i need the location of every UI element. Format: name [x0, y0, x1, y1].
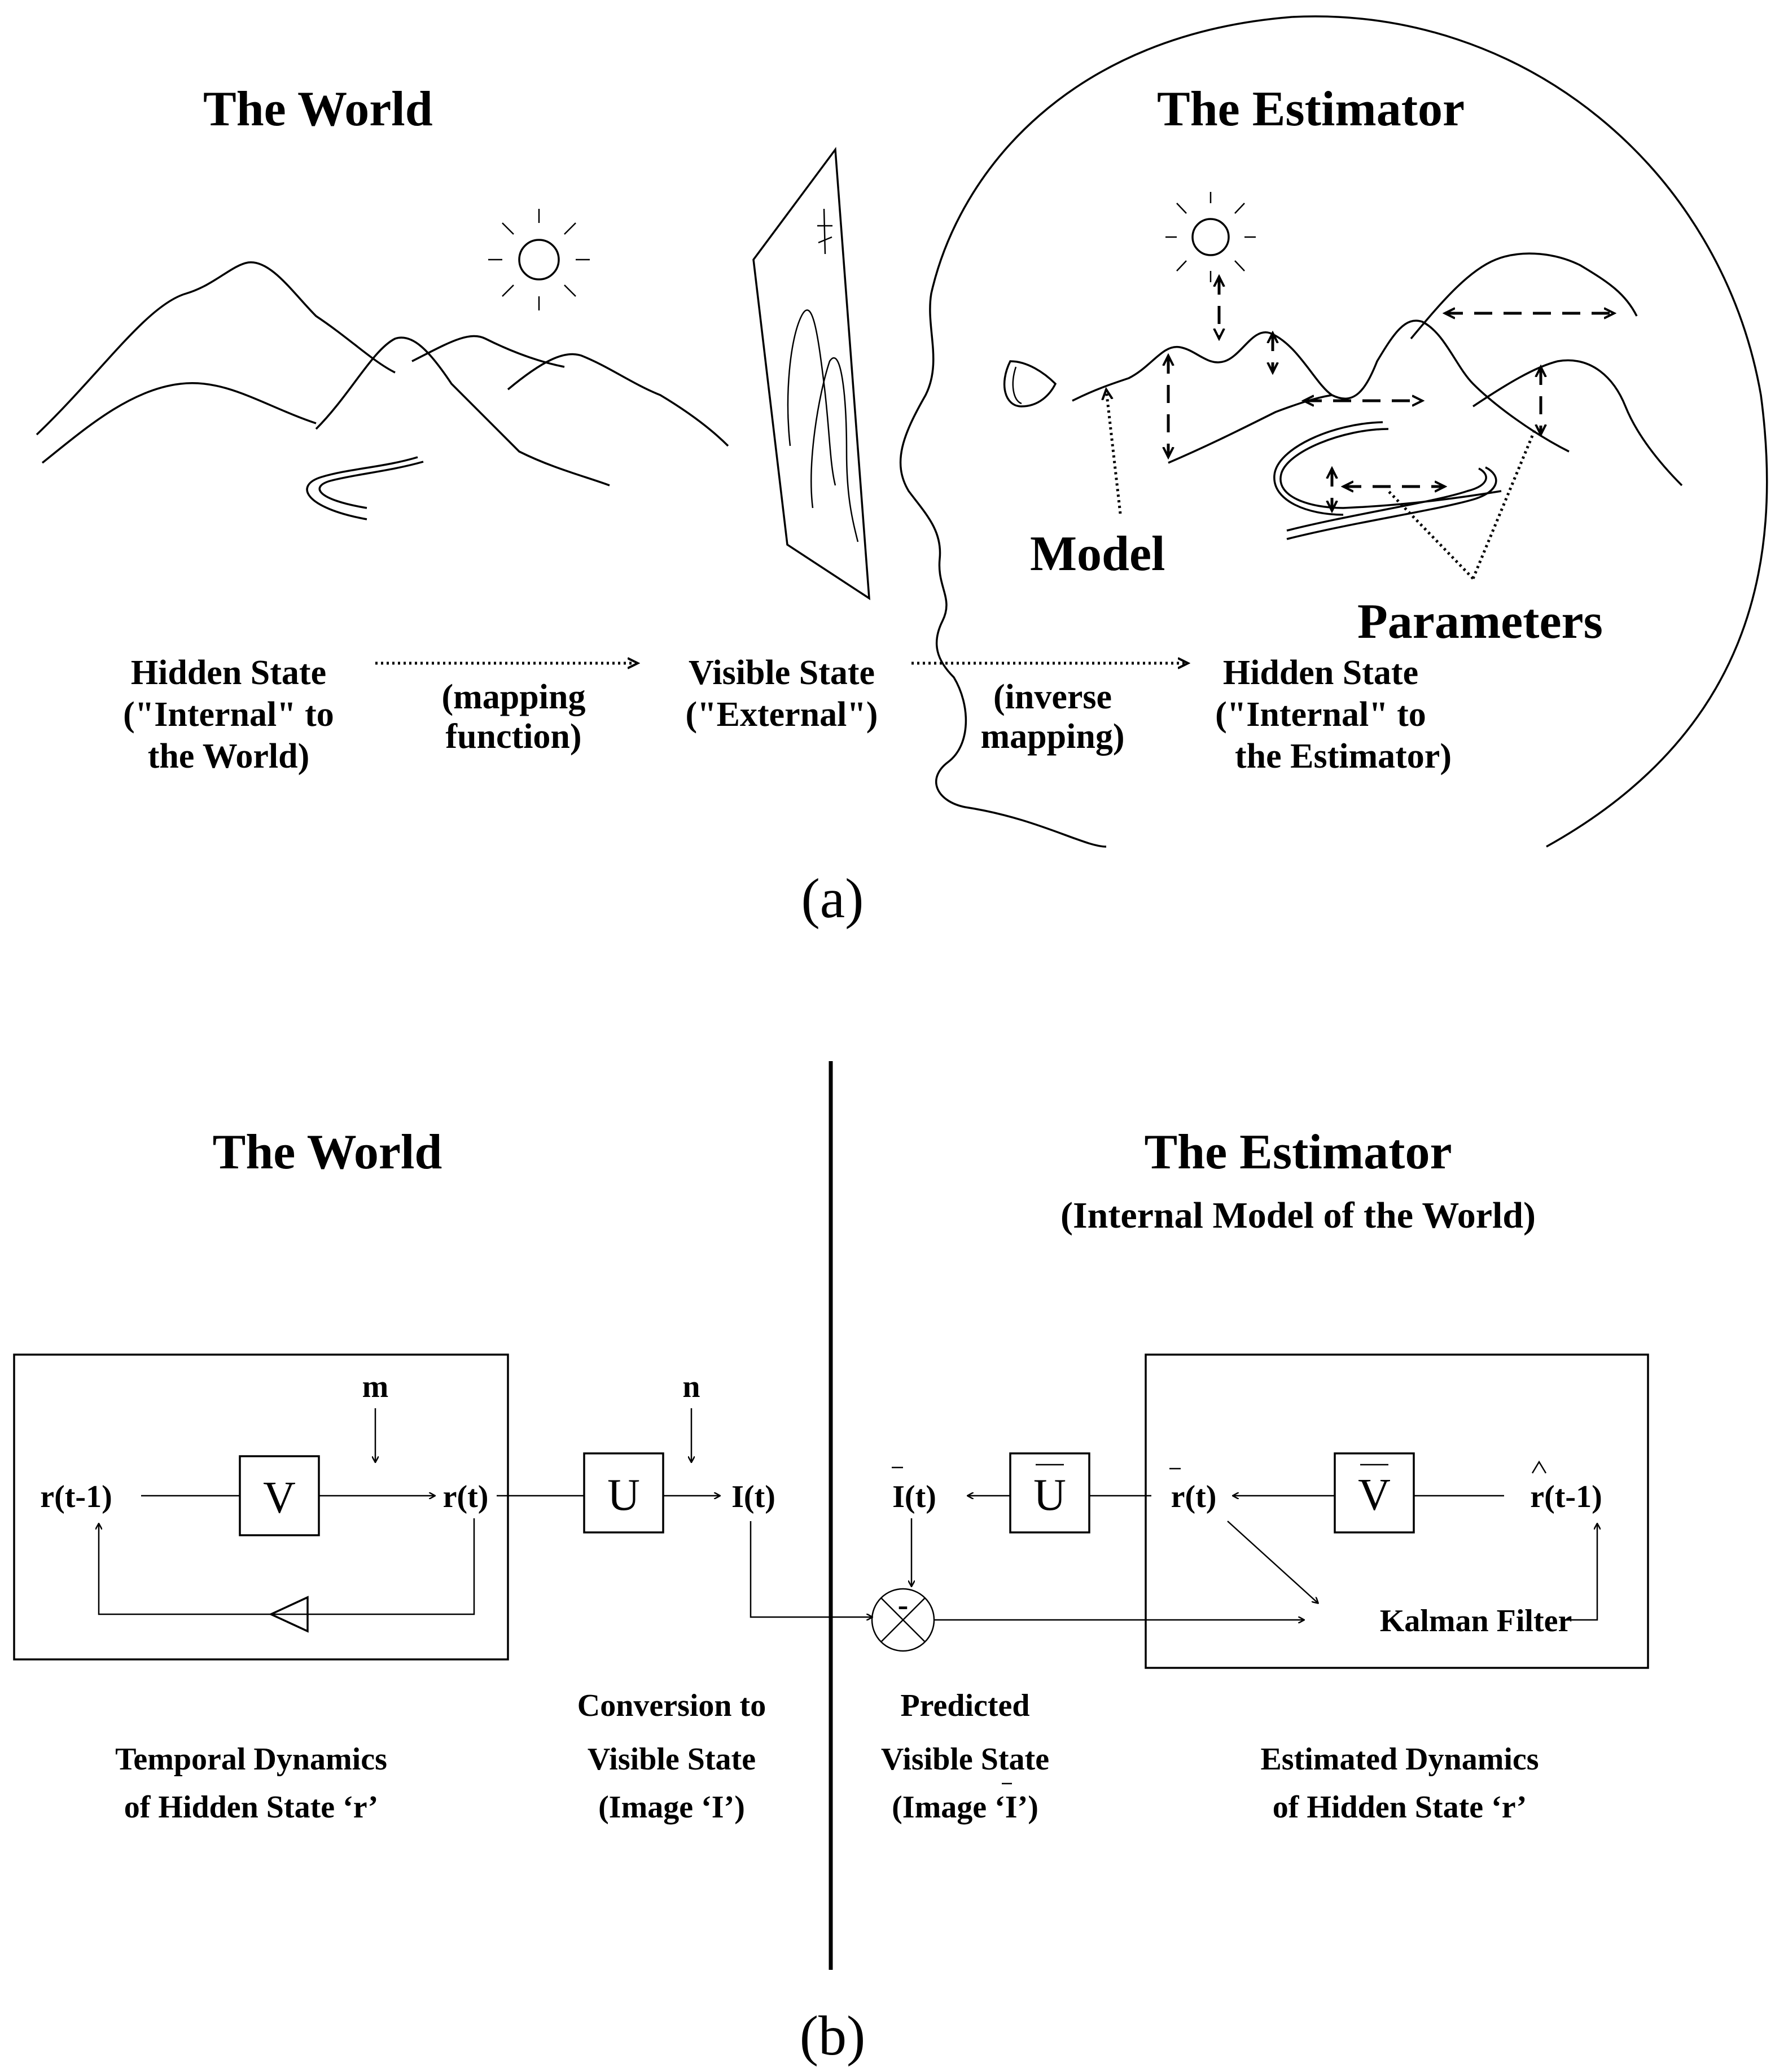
svg-text:("External"): ("External") — [686, 695, 878, 734]
r-hat-prev-label: r(t-1) — [1530, 1460, 1602, 1514]
v-bar-box — [1334, 1452, 1415, 1534]
u-box-label: U — [607, 1470, 640, 1520]
svg-text:r(t-1): r(t-1) — [1530, 1479, 1602, 1514]
world-dynamics-box — [13, 1353, 509, 1661]
visible-state: Visible State ("External") — [686, 654, 878, 734]
svg-text:the Estimator): the Estimator) — [1235, 737, 1452, 776]
parameter-arrows — [1168, 277, 1614, 511]
n-label: n — [682, 1369, 700, 1404]
svg-text:r(t): r(t) — [1171, 1479, 1217, 1514]
svg-text:(inverse: (inverse — [993, 678, 1112, 716]
parameters-label: Parameters — [1357, 594, 1603, 649]
minus-sign: - — [898, 1588, 909, 1623]
delay-triangle-icon — [268, 1596, 309, 1633]
m-label: m — [362, 1369, 389, 1404]
inverse-mapping-label: (inverse mapping) — [981, 678, 1125, 756]
it-to-comparator-line — [750, 1521, 872, 1617]
svg-text:the World): the World) — [148, 737, 309, 776]
svg-text:Visible State: Visible State — [689, 654, 875, 692]
svg-text:Hidden State: Hidden State — [131, 654, 326, 692]
svg-text:Conversion to: Conversion to — [577, 1688, 766, 1723]
r-bar-label: r(t) — [1169, 1468, 1217, 1514]
r-prev-label: r(t-1) — [40, 1479, 112, 1514]
label-pointers — [1106, 389, 1537, 580]
estimator-title-b: The Estimator — [1144, 1125, 1452, 1180]
hidden-state-estimator: Hidden State ("Internal" to the Estimato… — [1215, 654, 1452, 776]
image-plane — [752, 147, 871, 601]
svg-text:("Internal" to: ("Internal" to — [1215, 695, 1426, 734]
svg-text:Temporal Dynamics: Temporal Dynamics — [115, 1742, 387, 1777]
svg-text:of Hidden State ‘r’: of Hidden State ‘r’ — [124, 1790, 379, 1825]
svg-text:V: V — [1358, 1470, 1391, 1520]
svg-text:I(t): I(t) — [892, 1479, 936, 1514]
svg-text:(Image ‘I’): (Image ‘I’) — [598, 1790, 745, 1825]
caption-a: (a) — [801, 867, 864, 930]
svg-text:function): function) — [445, 717, 581, 756]
r-bar-to-kalman-arrow — [1227, 1521, 1318, 1603]
kalman-filter-label: Kalman Filter — [1380, 1604, 1572, 1639]
estimator-title-a: The Estimator — [1157, 82, 1465, 137]
caption-temporal-dynamics: Temporal Dynamics of Hidden State ‘r’ — [115, 1742, 387, 1825]
caption-predicted: Predicted Visible State (Image ‘I’) — [881, 1688, 1049, 1825]
hidden-state-world: Hidden State ("Internal" to the World) — [123, 654, 334, 776]
svg-text:U: U — [1033, 1470, 1066, 1520]
panel-a: The World The Estimator — [36, 15, 1768, 930]
svg-text:mapping): mapping) — [981, 717, 1125, 756]
rt-label: r(t) — [443, 1479, 489, 1514]
i-bar-label: I(t) — [892, 1466, 936, 1514]
svg-text:Predicted: Predicted — [900, 1688, 1029, 1723]
estimator-sun-icon — [1165, 192, 1256, 282]
caption-conversion: Conversion to Visible State (Image ‘I’) — [577, 1688, 766, 1825]
svg-text:(Image ‘I’): (Image ‘I’) — [892, 1790, 1038, 1825]
svg-text:Estimated Dynamics: Estimated Dynamics — [1260, 1742, 1539, 1777]
world-title-b: The World — [213, 1125, 442, 1180]
comparator-node: - — [871, 1588, 935, 1652]
u-box — [583, 1452, 664, 1534]
mapping-label: (mapping function) — [442, 678, 586, 756]
caption-estimated-dynamics: Estimated Dynamics of Hidden State ‘r’ — [1260, 1742, 1539, 1825]
world-title-a: The World — [203, 82, 433, 137]
head-outline — [899, 15, 1768, 848]
svg-text:Visible State: Visible State — [881, 1742, 1049, 1777]
sun-icon — [488, 209, 590, 310]
svg-text:("Internal" to: ("Internal" to — [123, 695, 334, 734]
svg-text:(mapping: (mapping — [442, 678, 586, 716]
v-bar-box-label: V — [1358, 1464, 1391, 1520]
it-label: I(t) — [731, 1479, 775, 1514]
estimator-subtitle: (Internal Model of the World) — [1060, 1195, 1536, 1236]
svg-text:Visible State: Visible State — [588, 1742, 756, 1777]
caption-b: (b) — [800, 2004, 866, 2067]
panel-b: The World The Estimator (Internal Model … — [13, 1061, 1649, 2067]
estimator-mountains — [1072, 252, 1683, 540]
v-box-label: V — [263, 1473, 296, 1523]
estimator-dynamics-box — [1145, 1353, 1649, 1669]
world-mountains — [36, 261, 729, 520]
u-bar-box-label: U — [1033, 1464, 1066, 1520]
svg-text:Hidden State: Hidden State — [1223, 654, 1418, 692]
u-bar-box — [1009, 1452, 1090, 1534]
svg-text:of Hidden State ‘r’: of Hidden State ‘r’ — [1273, 1790, 1527, 1825]
model-label: Model — [1030, 527, 1165, 581]
feedback-loop — [99, 1518, 475, 1615]
kalman-to-r-hat-arrow — [1561, 1524, 1597, 1621]
